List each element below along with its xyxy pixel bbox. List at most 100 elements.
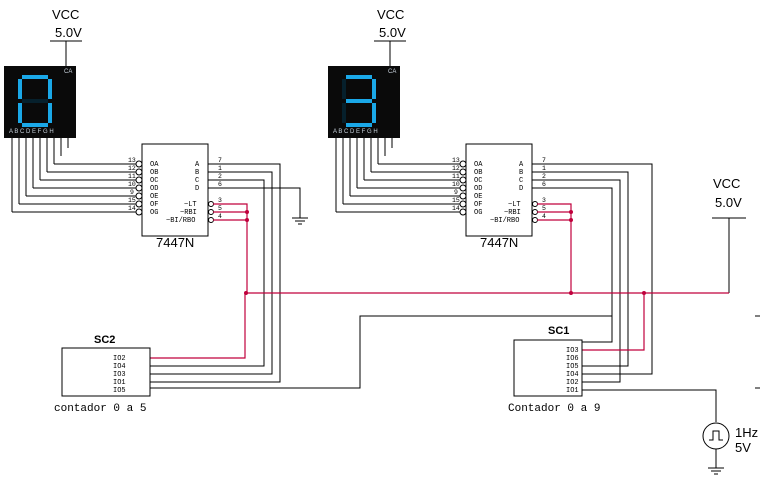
svg-text:5: 5 [542,205,546,212]
svg-text:10: 10 [128,181,136,188]
vcc-symbol-1[interactable]: VCC 5.0V [50,7,82,66]
svg-text:IO5: IO5 [566,363,579,371]
segment-b [372,79,376,99]
vcc-symbol-3[interactable]: VCC 5.0V [712,176,746,293]
svg-text:OF: OF [150,201,158,209]
svg-text:IO4: IO4 [113,363,126,371]
ground-icon [708,467,724,475]
decoder-7447n-1[interactable]: 7447N OA OB OC OD OE OF OG 13 12 11 10 9… [128,143,222,250]
segment-a [22,75,48,79]
svg-text:OC: OC [474,177,482,185]
svg-text:IO3: IO3 [113,371,126,379]
svg-text:D: D [519,185,523,193]
vcc-symbol-2[interactable]: VCC 5.0V [374,7,406,66]
svg-text:11: 11 [128,173,136,180]
segment-b [48,79,52,99]
seven-segment-display-1[interactable]: CA A B C D E F G H [4,66,76,212]
subcircuit-ref: SC1 [548,325,569,337]
decoder-name: 7447N [156,235,194,250]
seven-segment-display-2[interactable]: CA A B C D E F G H [328,66,400,212]
svg-text:15: 15 [452,197,460,204]
segment-a [346,75,372,79]
segment-f [18,79,22,99]
decoder-right-pins: A B C D ~LT ~RBI ~BI/RBO 7 1 2 6 3 5 4 [490,157,546,225]
svg-text:IO1: IO1 [566,387,579,395]
svg-text:OF: OF [474,201,482,209]
digit-segments [18,75,52,127]
decoder-right-pins: A B C D ~LT ~RBI ~BI/RBO 7 1 2 6 3 5 4 [166,157,222,225]
subcircuit-caption: contador 0 a 5 [54,403,146,415]
segment-f [342,79,346,99]
svg-text:OA: OA [150,161,159,169]
svg-text:IO2: IO2 [113,355,126,363]
svg-text:15: 15 [128,197,136,204]
svg-text:IO4: IO4 [566,371,579,379]
segment-labels: A B C D E F G H [9,129,54,135]
svg-text:B: B [519,169,523,177]
svg-text:OG: OG [474,209,482,217]
subcircuit-caption: Contador 0 a 9 [508,403,600,415]
svg-text:OD: OD [150,185,158,193]
svg-text:14: 14 [452,205,460,212]
svg-text:7: 7 [218,157,222,164]
clock-wire [582,389,717,422]
decoder-left-pins: OA OB OC OD OE OF OG 13 12 11 10 9 15 14 [128,157,159,217]
svg-text:IO6: IO6 [566,355,579,363]
svg-text:2: 2 [218,173,222,180]
svg-text:~LT: ~LT [184,201,197,209]
svg-text:IO3: IO3 [566,347,579,355]
ca-label: CA [64,69,72,75]
clock-source[interactable]: 1Hz 5V [702,422,758,475]
svg-text:D: D [195,185,199,193]
vcc-label: VCC [52,7,79,22]
subcircuit-sc2[interactable]: SC2 IO2 IO4 IO3 IO1 IO5 contador 0 a 5 [54,334,151,415]
svg-text:OG: OG [150,209,158,217]
svg-text:~BI/RBO: ~BI/RBO [490,217,519,225]
subcircuit-ref: SC2 [94,334,115,346]
subcircuit-sc1[interactable]: SC1 IO3 IO6 IO5 IO4 IO2 IO1 Contador 0 a… [508,325,600,415]
decoder2-bcd-wires [532,163,653,383]
svg-text:5: 5 [218,205,222,212]
segment-labels: A B C D E F G H [333,129,378,135]
svg-text:12: 12 [452,165,460,172]
svg-text:11: 11 [452,173,460,180]
svg-text:IO2: IO2 [566,379,579,387]
svg-text:7: 7 [542,157,546,164]
decoder-left-pins: OA OB OC OD OE OF OG 13 12 11 10 9 15 14 [452,157,483,217]
svg-text:C: C [195,177,199,185]
subcircuit-body [61,347,151,397]
vcc-value: 5.0V [55,25,82,40]
svg-text:13: 13 [128,157,136,164]
source-amplitude: 5V [735,440,751,455]
subcircuit-body [513,339,583,397]
svg-text:OC: OC [150,177,158,185]
decoder-7447n-2[interactable]: 7447N OA OB OC OD OE OF OG 13 12 11 10 9… [452,143,546,250]
svg-text:14: 14 [128,205,136,212]
svg-text:6: 6 [218,181,222,188]
svg-text:9: 9 [130,189,134,196]
digit-segments [342,75,376,127]
svg-text:B: B [195,169,199,177]
svg-text:OA: OA [474,161,483,169]
svg-text:~LT: ~LT [508,201,521,209]
svg-text:IO1: IO1 [113,379,126,387]
svg-text:12: 12 [128,165,136,172]
svg-text:OB: OB [150,169,158,177]
svg-text:3: 3 [218,197,222,204]
svg-text:OB: OB [474,169,482,177]
svg-text:OE: OE [474,193,482,201]
svg-text:A: A [519,161,524,169]
svg-text:2: 2 [542,173,546,180]
svg-text:9: 9 [454,189,458,196]
vcc-value: 5.0V [715,195,742,210]
segment-e [18,103,22,123]
decoder-name: 7447N [480,235,518,250]
square-wave-icon [709,430,723,441]
decoder1-control-net [150,203,249,359]
segment-c [372,103,376,123]
svg-text:6: 6 [542,181,546,188]
source-frequency: 1Hz [735,425,758,440]
svg-text:OE: OE [150,193,158,201]
segment-bus-2 [336,163,460,213]
